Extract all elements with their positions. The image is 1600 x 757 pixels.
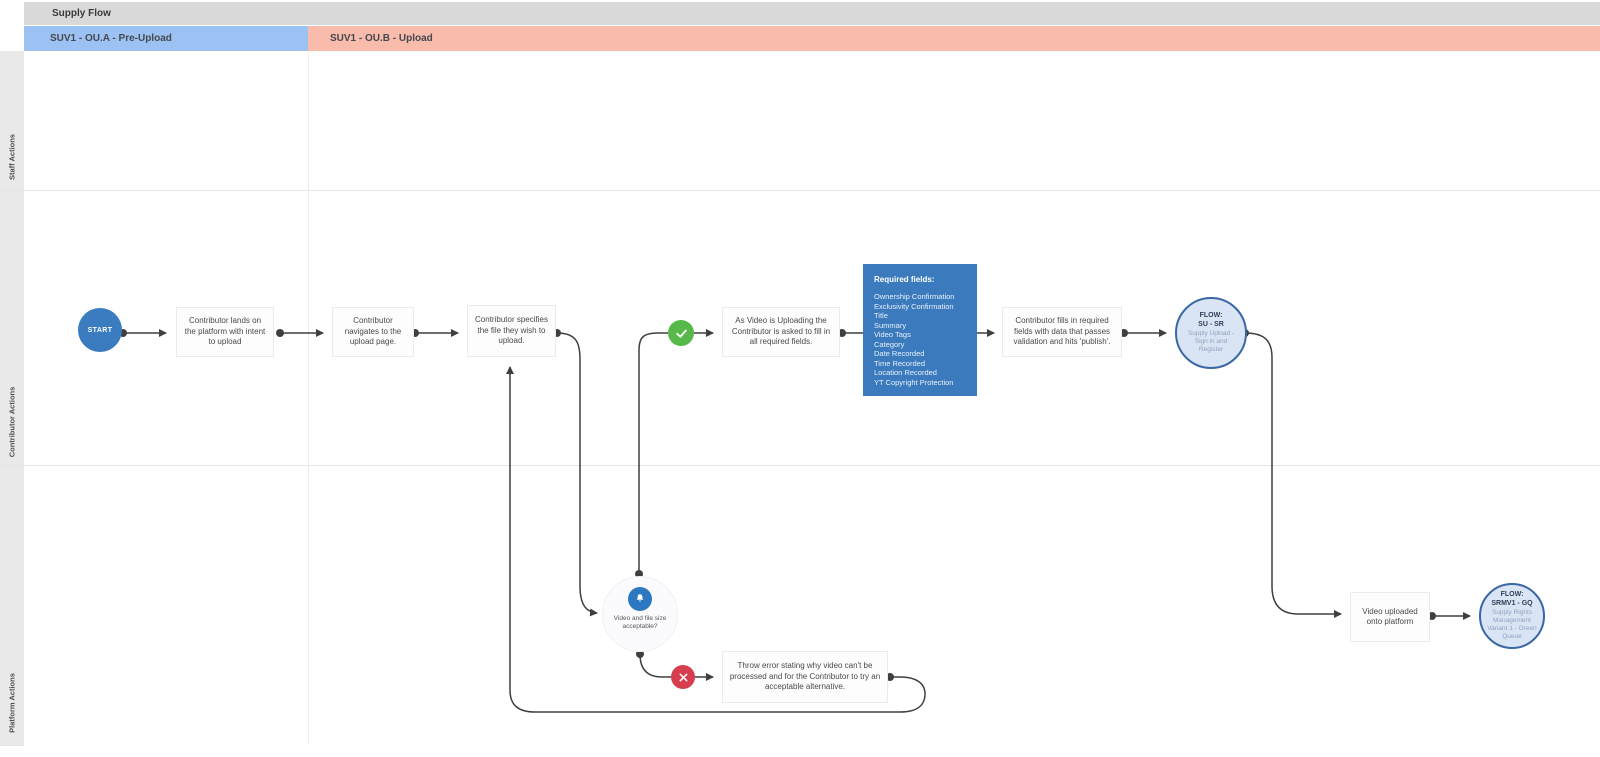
process-node-contributor-lands[interactable]: Contributor lands on the platform with i… — [176, 307, 274, 357]
required-fields-list: Ownership Confirmation Exclusivity Confi… — [874, 292, 955, 387]
decision-text: Video and file size acceptable? — [613, 615, 667, 631]
flow-ref-sub: Supply Upload - Sign in and Register — [1187, 329, 1235, 353]
diagram-title: Supply Flow — [24, 2, 1600, 25]
process-node-fills-fields-publish[interactable]: Contributor fills in required fields wit… — [1002, 307, 1122, 357]
flow-reference-su-sr[interactable]: FLOW: SU - SR Supply Upload - Sign in an… — [1175, 297, 1247, 369]
column-header-pre-upload[interactable]: SUV1 - OU.A - Pre-Upload — [24, 26, 308, 51]
flow-ref-heading: FLOW: — [1199, 312, 1223, 320]
x-icon — [671, 665, 695, 689]
process-node-uploading-required-fields[interactable]: As Video is Uploading the Contributor is… — [722, 307, 840, 357]
flow-ref-sub: Supply Rights Management Variant 1 - Gre… — [1487, 608, 1537, 640]
lane-label-column — [0, 51, 24, 746]
decision-node-size-check[interactable]: Video and file size acceptable? — [602, 576, 678, 652]
process-node-specifies-file[interactable]: Contributor specifies the file they wish… — [467, 305, 556, 357]
bell-icon — [628, 587, 652, 611]
process-node-throw-error[interactable]: Throw error stating why video can't be p… — [722, 651, 888, 703]
flow-ref-code: SRMV1 - GQ — [1491, 599, 1533, 607]
lane-divider — [0, 190, 1600, 191]
process-node-navigates-upload-page[interactable]: Contributor navigates to the upload page… — [332, 307, 414, 357]
column-divider — [308, 51, 309, 745]
process-node-video-uploaded[interactable]: Video uploaded onto platform — [1350, 592, 1430, 642]
flow-ref-code: SU - SR — [1198, 320, 1224, 328]
flow-reference-srmv1-gq[interactable]: FLOW: SRMV1 - GQ Supply Rights Managemen… — [1479, 583, 1545, 649]
start-node[interactable]: START — [78, 308, 122, 352]
flow-ref-heading: FLOW: — [1500, 591, 1524, 598]
lane-divider — [0, 465, 1600, 466]
required-fields-title: Required fields: — [874, 275, 935, 284]
column-header-upload[interactable]: SUV1 - OU.B - Upload — [308, 26, 1600, 51]
check-icon — [668, 320, 694, 346]
required-fields-note[interactable]: Required fields: Ownership Confirmation … — [863, 264, 977, 396]
